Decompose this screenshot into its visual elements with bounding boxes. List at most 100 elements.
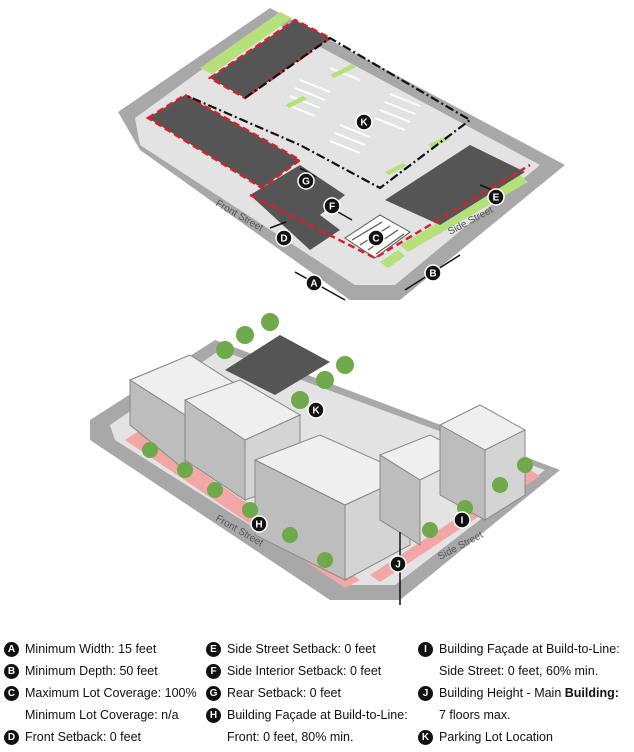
- lot-line: [249, 163, 531, 260]
- legend-item-h: H Building Façade at Build-to-Line:: [206, 708, 408, 723]
- legend-text: Minimum Lot Coverage: n/a: [25, 708, 179, 722]
- legend-text: Maximum Lot Coverage: 100%: [25, 686, 197, 700]
- svg-text:K: K: [360, 118, 368, 129]
- parking-boundary: [184, 36, 472, 190]
- badge-j-icon: J: [418, 686, 433, 701]
- badge-d-icon: D: [4, 730, 19, 745]
- badge-i-icon: I: [418, 642, 433, 657]
- footprint-middle: [250, 165, 345, 250]
- tree: [316, 371, 334, 389]
- tree: [207, 482, 223, 498]
- legend-text: Parking Lot Location: [439, 730, 553, 744]
- badge-f-icon: F: [206, 664, 221, 679]
- lot-line: [207, 18, 333, 100]
- svg-text:B: B: [429, 269, 436, 280]
- legend-text: Building Façade at Build-to-Line:: [439, 642, 620, 656]
- legend-text: Side Interior Setback: 0 feet: [227, 664, 382, 678]
- legend-text-bold: Building:: [564, 686, 619, 700]
- marker-b-icon: B: [424, 264, 442, 282]
- badge-h-icon: H: [206, 708, 221, 723]
- marker-f-icon: F: [323, 197, 341, 215]
- markers: K G F D C E A B K H I J: [250, 113, 505, 573]
- tree: [492, 477, 508, 493]
- legend-text: Front Setback: 0 feet: [25, 730, 142, 744]
- svg-text:A: A: [310, 279, 317, 290]
- legend-item-f: F Side Interior Setback: 0 feet: [206, 664, 381, 679]
- legend-text: Minimum Width: 15 feet: [25, 642, 157, 656]
- marker-j-icon: J: [389, 555, 407, 573]
- tree: [236, 326, 254, 344]
- parking-stripes: [284, 67, 421, 154]
- marker-g-icon: G: [297, 172, 315, 190]
- legend-item-d: D Front Setback: 0 feet: [4, 730, 141, 745]
- marker-e-icon: E: [487, 188, 505, 206]
- badge-b-icon: B: [4, 664, 19, 679]
- svg-text:D: D: [280, 234, 287, 245]
- legend-text: Building Façade at Build-to-Line:: [227, 708, 408, 722]
- legend-item-e: E Side Street Setback: 0 feet: [206, 642, 376, 657]
- legend-item-j: J Building Height - Main Building:: [418, 686, 619, 701]
- marker-i-icon: I: [453, 511, 471, 529]
- svg-text:J: J: [395, 560, 401, 571]
- svg-text:K: K: [312, 406, 320, 417]
- badge-e-icon: E: [206, 642, 221, 657]
- lot-line: [145, 93, 303, 190]
- badge-k-icon: K: [418, 730, 433, 745]
- svg-text:F: F: [329, 202, 335, 213]
- legend-item-a: A Minimum Width: 15 feet: [4, 642, 156, 657]
- legend-item-i: I Building Façade at Build-to-Line:: [418, 642, 620, 657]
- mass-right-front: [379, 454, 421, 546]
- legend-text: Minimum Depth: 50 feet: [25, 664, 158, 678]
- tree: [422, 522, 438, 538]
- marker-c-icon: C: [367, 229, 385, 247]
- svg-text:I: I: [461, 516, 464, 527]
- badge-a-icon: A: [4, 642, 19, 657]
- legend-item-b: B Minimum Depth: 50 feet: [4, 664, 158, 679]
- legend-item-c: C Maximum Lot Coverage: 100%: [4, 686, 197, 701]
- svg-text:H: H: [255, 520, 262, 531]
- marker-h-icon: H: [250, 515, 268, 533]
- mass-tower-side: [484, 429, 526, 521]
- green-strip: [200, 12, 292, 74]
- badge-g-icon: G: [206, 686, 221, 701]
- legend-item-g: G Rear Setback: 0 feet: [206, 686, 341, 701]
- svg-text:E: E: [493, 193, 500, 204]
- parking-island: [428, 136, 450, 148]
- tree: [142, 442, 158, 458]
- tree: [517, 457, 533, 473]
- legend-text: Side Street Setback: 0 feet: [227, 642, 376, 656]
- tree: [261, 313, 279, 331]
- parking-island: [385, 163, 407, 175]
- tree: [336, 356, 354, 374]
- footprint-rear: [210, 20, 330, 98]
- footprint-front: [148, 95, 300, 188]
- parking-island: [330, 64, 356, 78]
- green-strip: [380, 250, 405, 268]
- marker-a-icon: A: [305, 274, 323, 292]
- svg-text:G: G: [302, 177, 310, 188]
- tree: [282, 527, 298, 543]
- legend-text: Front: 0 feet, 80% min.: [227, 730, 354, 744]
- parking-island: [285, 96, 307, 108]
- tree: [317, 552, 333, 568]
- tree: [291, 391, 309, 409]
- legend-text: Building Height - Main: [439, 686, 565, 700]
- tree: [242, 502, 258, 518]
- svg-text:C: C: [372, 234, 379, 245]
- zoning-diagram: Front Street Side Street: [90, 8, 565, 605]
- site-plan-top: Front Street Side Street: [118, 8, 565, 301]
- legend: A Minimum Width: 15 feet B Minimum Depth: …: [0, 632, 634, 752]
- marker-k-icon: K: [355, 113, 373, 131]
- legend-item-k: K Parking Lot Location: [418, 730, 553, 745]
- marker-d-icon: D: [275, 229, 293, 247]
- legend-text: Rear Setback: 0 feet: [227, 686, 341, 700]
- legend-text: Side Street: 0 feet, 60% min.: [439, 664, 599, 678]
- footprint-side: [385, 145, 525, 225]
- tree: [177, 462, 193, 478]
- badge-c-icon: C: [4, 686, 19, 701]
- legend-text: 7 floors max.: [439, 708, 511, 722]
- parking-dark: [225, 335, 330, 395]
- marker-k-icon: K: [307, 401, 325, 419]
- massing-bottom: Front Street Side Street: [90, 313, 560, 605]
- tree: [216, 341, 234, 359]
